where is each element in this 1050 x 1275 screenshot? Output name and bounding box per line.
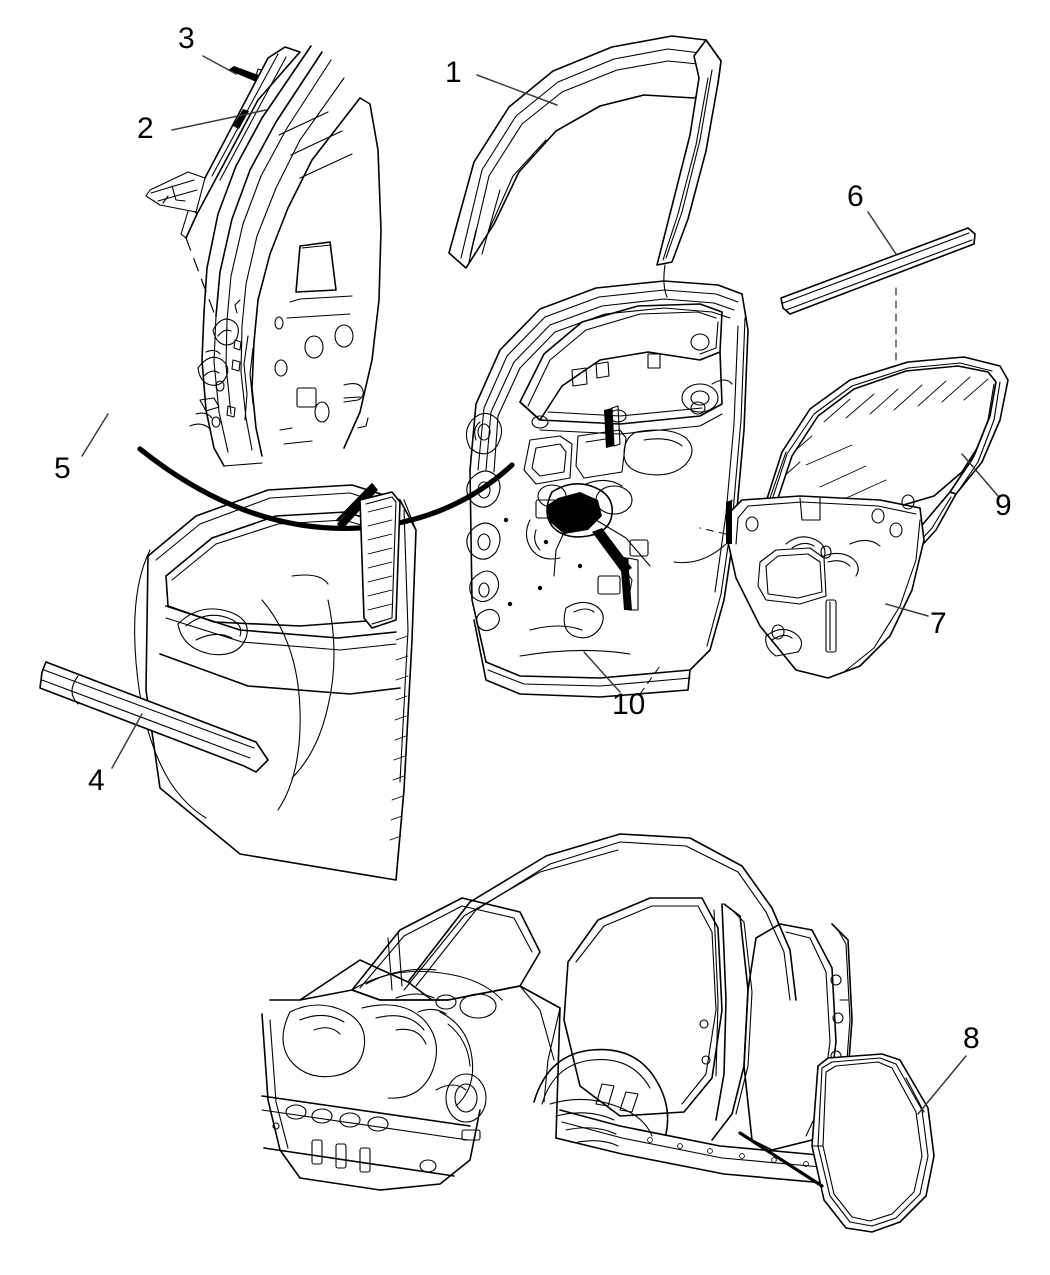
callout-label-6: 6 [847,180,864,213]
leader-9 [961,453,999,497]
callout-label-9: 9 [995,489,1012,522]
callout-label-8: 8 [963,1022,980,1055]
leader-8 [917,1055,967,1115]
leader-5 [81,413,109,457]
door-glass-and-run-channel [765,356,1009,561]
callout-label-7: 7 [930,607,947,640]
body-opening-seal-part [738,1053,935,1233]
callout-leader-lines [81,55,999,1115]
callout-label-4: 4 [88,764,105,797]
leader-1 [476,74,558,106]
callout-label-2: 2 [137,112,154,145]
callout-label-1: 1 [445,56,462,89]
leader-6 [867,211,897,255]
callout-label-10: 10 [612,688,646,721]
window-regulator-mechanism [525,405,651,611]
leader-7 [885,603,929,617]
door-watershield-panel [673,494,925,679]
door-opening-weatherstrip-part [448,35,722,298]
callout-label-3: 3 [178,22,195,55]
body-shell-view [261,833,857,1191]
leader-2 [171,109,267,131]
leader-3 [202,55,237,75]
leader-4 [111,713,143,769]
door-exterior-view-group [39,484,417,881]
callout-label-5: 5 [54,452,71,485]
door-inner-panel-assembly [465,280,749,698]
upper-frame-applique-group [137,45,515,532]
leader-10 [583,651,621,693]
